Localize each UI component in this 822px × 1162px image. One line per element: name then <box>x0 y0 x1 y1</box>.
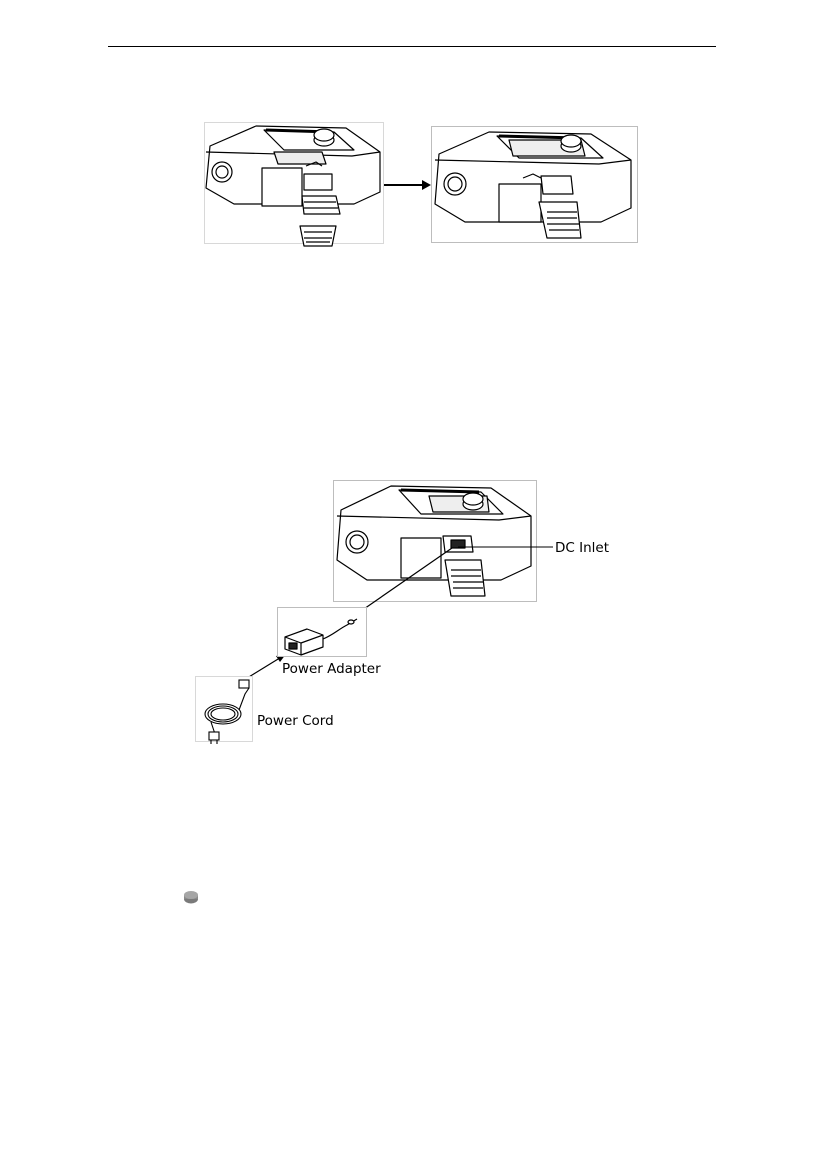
power-cord-label: Power Cord <box>257 713 334 729</box>
round-knob-icon <box>183 890 199 904</box>
dc-inlet-label: DC Inlet <box>555 540 609 556</box>
power-adapter-icon <box>277 607 367 657</box>
power-cord-icon <box>195 676 255 744</box>
power-adapter-label: Power Adapter <box>282 661 381 677</box>
